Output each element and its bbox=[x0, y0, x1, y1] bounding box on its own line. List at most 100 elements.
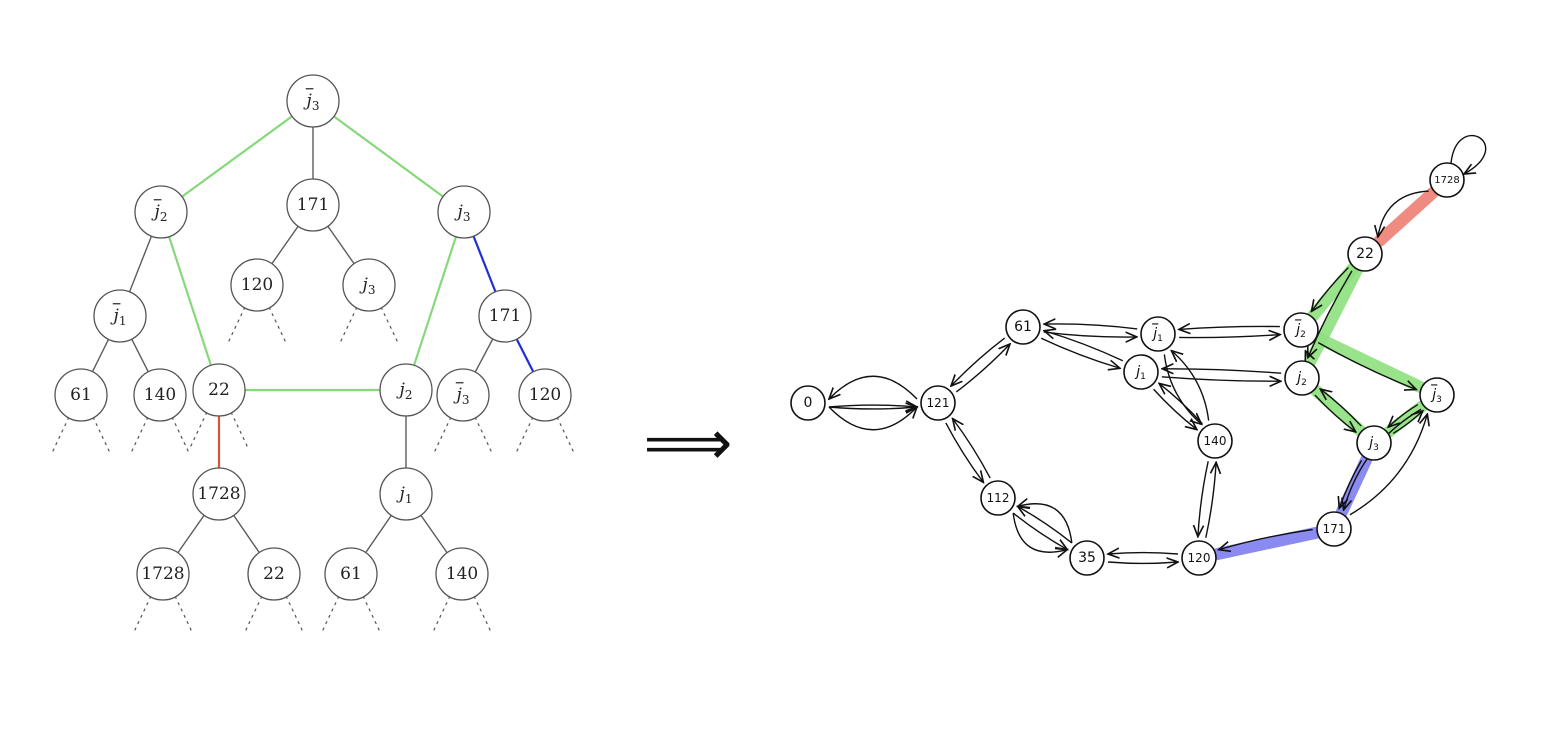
node-label: j2 bbox=[151, 202, 168, 224]
arrow-61-j1 bbox=[1040, 337, 1120, 368]
tree-node-m: 120 bbox=[518, 368, 572, 422]
graph-node-120: 120 bbox=[1181, 540, 1217, 576]
tree-node-circle bbox=[436, 368, 490, 422]
tree-node-n: 1728 bbox=[192, 467, 246, 521]
tree-node-k: j2 bbox=[379, 363, 433, 417]
tree-node-circle bbox=[134, 185, 188, 239]
tree-node-circle bbox=[133, 368, 187, 422]
node-label: j3 bbox=[454, 202, 471, 224]
graph-node-j2: j2 bbox=[1284, 360, 1320, 396]
arrow-120-140 bbox=[1205, 462, 1216, 538]
node-label: j1 bbox=[396, 484, 413, 506]
tree-node-g: 171 bbox=[478, 289, 532, 343]
node-label: j1 bbox=[1134, 364, 1146, 382]
open-branch bbox=[174, 595, 194, 635]
arrow-120-35 bbox=[1108, 553, 1179, 554]
node-label: 171 bbox=[1323, 522, 1346, 536]
graph-highlights bbox=[1211, 186, 1439, 561]
node-label: 140 bbox=[144, 385, 176, 405]
highlight-22-j2 bbox=[1304, 264, 1363, 368]
tree-node-circle bbox=[192, 363, 246, 417]
tree-node-circle bbox=[342, 258, 396, 312]
highlight-171-120 bbox=[1211, 526, 1322, 561]
node-label: 35 bbox=[1078, 550, 1096, 566]
open-branch bbox=[226, 306, 246, 346]
node-label: 22 bbox=[1356, 246, 1374, 262]
open-branch bbox=[514, 416, 534, 456]
graph-node-circle bbox=[920, 385, 956, 421]
tree-node-circle bbox=[93, 289, 147, 343]
open-branch bbox=[338, 306, 358, 346]
tree-node-circle bbox=[136, 547, 190, 601]
open-branch bbox=[92, 416, 112, 456]
tree-edge-a-j22 bbox=[159, 211, 221, 391]
graph-node-circle bbox=[1356, 425, 1392, 461]
node-label: 171 bbox=[297, 195, 329, 215]
tree-node-circle bbox=[247, 547, 301, 601]
highlight-1728-22 bbox=[1373, 186, 1439, 248]
tree-node-circle bbox=[192, 467, 246, 521]
node-label: 140 bbox=[446, 564, 478, 584]
graph-node-35: 35 bbox=[1069, 540, 1105, 576]
arrow-22-j2 bbox=[1308, 270, 1353, 358]
graph-node-circle bbox=[1284, 360, 1320, 396]
node-label: 120 bbox=[529, 385, 561, 405]
graph-node-circle bbox=[1123, 354, 1159, 390]
graph-node-140: 140 bbox=[1197, 423, 1233, 459]
open-branch bbox=[380, 306, 400, 346]
tree-node-p: 1728 bbox=[136, 547, 190, 601]
tree-node-circle bbox=[478, 289, 532, 343]
arrow-22-jb2 bbox=[1311, 266, 1349, 311]
arrow-j2-j1 bbox=[1162, 369, 1282, 373]
graph-node-circle bbox=[1316, 511, 1352, 547]
highlight-j2-j3 bbox=[1310, 384, 1366, 437]
tree-edge-c-k bbox=[404, 211, 466, 391]
arrow-jb1-jb2 bbox=[1179, 335, 1280, 338]
open-branch bbox=[268, 306, 288, 346]
node-label: j3 bbox=[1430, 387, 1442, 405]
tree-node-r: 61 bbox=[324, 547, 378, 601]
graph-node-circle bbox=[1197, 423, 1233, 459]
open-branch bbox=[556, 416, 576, 456]
graph-node-121: 121 bbox=[920, 385, 956, 421]
arrow-1728-1728 bbox=[1450, 134, 1487, 174]
open-branch bbox=[432, 416, 452, 456]
arrow-112-121 bbox=[953, 419, 991, 479]
node-label: 1728 bbox=[197, 484, 240, 504]
arrow-35-112 bbox=[1018, 506, 1073, 544]
node-label: j3 bbox=[359, 275, 376, 297]
node-label: 1728 bbox=[141, 564, 184, 584]
tree-node-i: 140 bbox=[133, 368, 187, 422]
arrow-jb3-j3 bbox=[1388, 403, 1419, 428]
node-label: 171 bbox=[489, 306, 521, 326]
node-label: 22 bbox=[263, 564, 285, 584]
open-branch bbox=[285, 595, 305, 635]
tree-node-circle bbox=[518, 368, 572, 422]
graph-node-circle bbox=[1419, 377, 1455, 413]
arrow-61-121 bbox=[951, 337, 1006, 386]
tree-node-circle bbox=[435, 547, 489, 601]
open-branch bbox=[132, 595, 152, 635]
arrow-171-120 bbox=[1219, 528, 1313, 549]
open-branch bbox=[431, 595, 451, 635]
arrow-jb2-jb3 bbox=[1317, 342, 1416, 390]
graph-node-112: 112 bbox=[980, 480, 1016, 516]
node-label: 61 bbox=[70, 385, 92, 405]
open-branch bbox=[50, 416, 70, 456]
tree-open-branches bbox=[50, 306, 576, 635]
arrow-121-61 bbox=[955, 344, 1010, 393]
open-branch bbox=[129, 416, 149, 456]
tree-node-circle bbox=[54, 368, 108, 422]
tree-node-j22: 22 bbox=[192, 363, 246, 417]
graph-node-circle bbox=[1140, 316, 1176, 352]
arrow-j1-61 bbox=[1044, 331, 1124, 362]
tree-node-o: j1 bbox=[379, 467, 433, 521]
node-label: 121 bbox=[927, 396, 950, 410]
open-branch bbox=[188, 411, 208, 451]
graph-node-1728: 1728 bbox=[1429, 162, 1465, 198]
open-branch bbox=[474, 416, 494, 456]
arrow-171-jb3 bbox=[1349, 414, 1427, 516]
node-label: j2 bbox=[1294, 322, 1306, 340]
arrow-0-121 bbox=[828, 407, 917, 409]
